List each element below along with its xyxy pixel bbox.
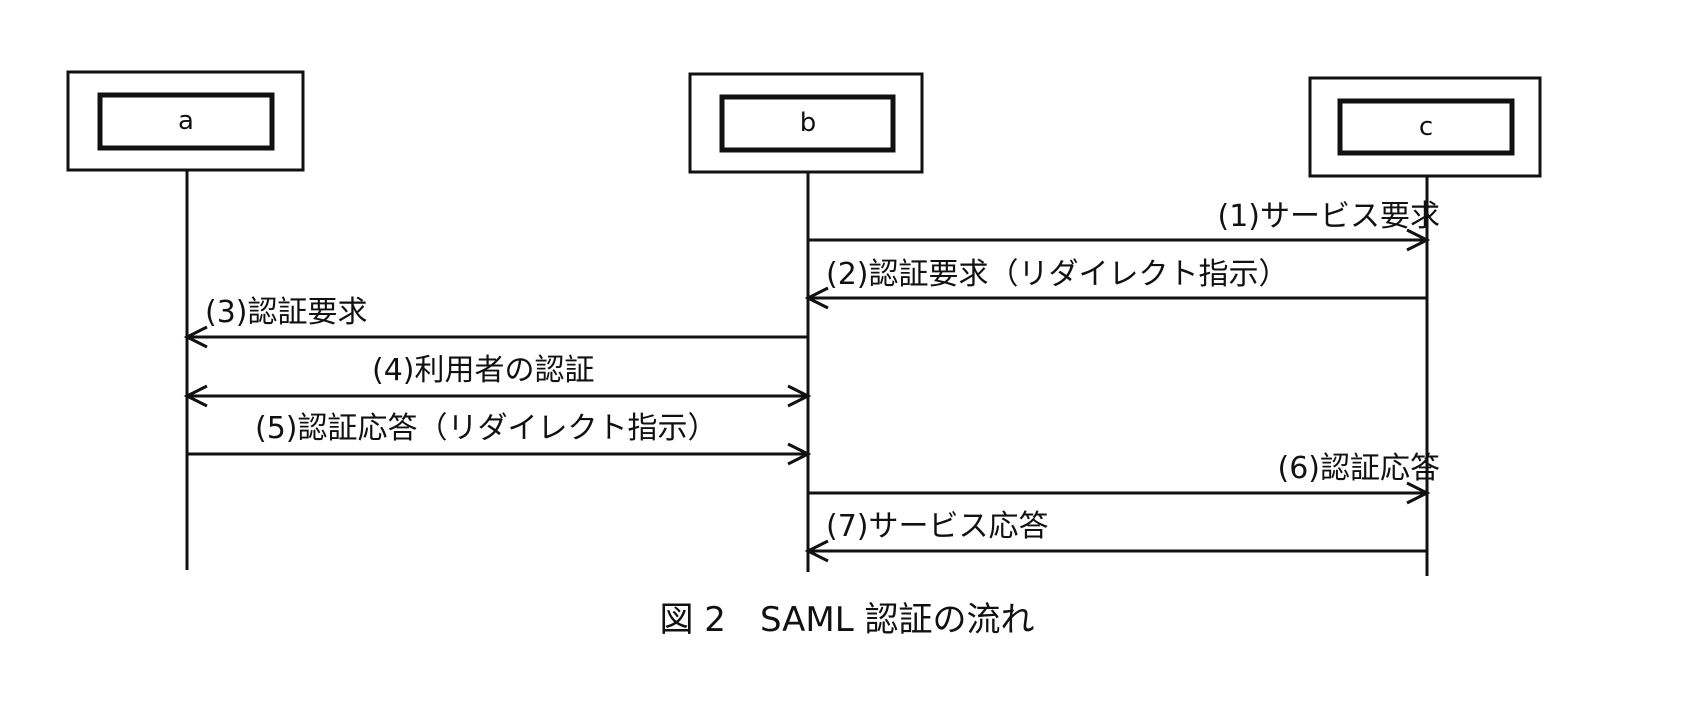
figure-caption: 図 2 SAML 認証の流れ [659, 600, 1035, 640]
message-7-label: (7)サービス応答 [826, 509, 1049, 544]
message-5-label: (5)認証応答（リダイレクト指示） [255, 411, 718, 446]
participant-c-label: c [1418, 112, 1434, 142]
arrowhead [804, 286, 829, 310]
arrowhead [183, 384, 208, 408]
participant-b-box [688, 72, 924, 174]
arrowhead [787, 384, 812, 408]
arrowhead [1406, 481, 1431, 505]
participant-b-label: b [799, 108, 817, 138]
message-4-label: (4)利用者の認証 [372, 353, 595, 388]
arrowhead [1406, 228, 1431, 252]
arrowhead [183, 325, 208, 349]
message-3-label: (3)認証要求 [205, 295, 368, 330]
message-1-label: (1)サービス要求 [1217, 199, 1441, 234]
participant-c-box [1308, 76, 1542, 178]
message-2-label: (2)認証要求（リダイレクト指示） [826, 257, 1289, 292]
arrowhead [804, 539, 829, 563]
participant-a-label: a [178, 106, 194, 136]
message-6-label: (6)認証応答 [1277, 451, 1441, 486]
arrowhead [787, 442, 812, 466]
